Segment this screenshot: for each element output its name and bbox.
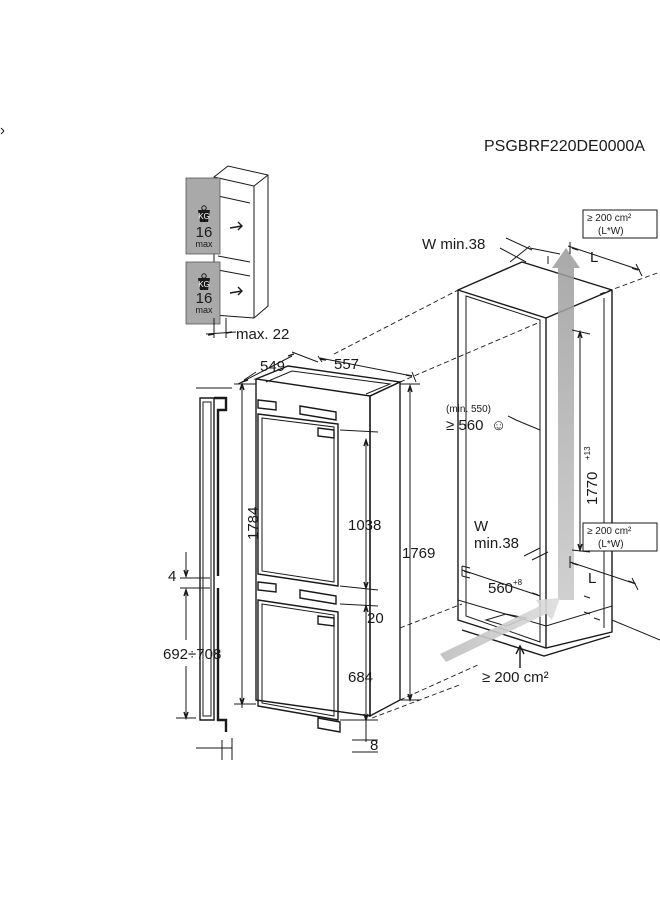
edge-mark [0, 127, 5, 135]
top-dimension-lines [237, 351, 417, 385]
lower-door-panel [185, 261, 221, 325]
load-max-top: max [195, 239, 213, 249]
dim-base-gap: 8 [370, 737, 378, 754]
niche-w-top: W min.38 [422, 236, 485, 253]
weight-icon-top [198, 210, 210, 222]
niche-l-top: L [590, 249, 598, 266]
load-cabinet-illustration: KG 16 max KG 16 max [185, 165, 269, 338]
niche-height-tol: +13 [583, 446, 592, 460]
dim-upper-door: 1038 [348, 517, 381, 534]
air-flow-arrows [440, 248, 580, 662]
weight-unit-top: KG [198, 212, 210, 221]
dim-line-1769 [400, 383, 420, 703]
projection-lines [333, 271, 660, 719]
air-flow-up-icon [552, 248, 580, 600]
vent-top-area: ≥ 200 cm² [587, 213, 632, 224]
product-code: PSGBRF220DE0000A [484, 138, 645, 155]
dim-lower-door: 684 [348, 669, 373, 686]
appliance-body [253, 365, 403, 733]
dim-lines-doors [339, 429, 379, 753]
niche-w-bottom-2: min.38 [474, 535, 519, 552]
base-vent-area: ≥ 200 cm² [482, 669, 549, 686]
dim-depth: 549 [260, 358, 285, 375]
niche-height-line [571, 329, 591, 553]
vent-bottom-area: ≥ 200 cm² [587, 526, 632, 537]
depth-arrow [507, 415, 541, 431]
weight-icon-bottom [198, 278, 210, 290]
niche-cabinet [457, 261, 660, 657]
niche-height: 1770 [584, 472, 601, 505]
niche-width: 560 [488, 580, 513, 597]
vent-bottom-formula: (L*W) [598, 539, 624, 550]
load-value-top: 16 [196, 224, 213, 241]
dim-hinge-range: 692÷708 [163, 646, 221, 663]
load-max-bottom: max [195, 305, 213, 315]
dim-total-height-door: 1784 [245, 507, 262, 540]
dim-gap-middle: 20 [367, 610, 384, 627]
base-vent-arrow [515, 644, 525, 668]
air-flow-in-icon [440, 598, 560, 662]
vent-top-formula: (L*W) [598, 226, 624, 237]
dim-hinge-offset: 4 [168, 568, 176, 585]
smiley-icon: ☺ [491, 417, 506, 434]
dim-total-height-body: 1769 [402, 545, 435, 562]
niche-bottom-dimensions [461, 522, 658, 600]
niche-depth-rec: ≥ 560 [446, 417, 483, 434]
door-profile [176, 387, 233, 760]
dim-line-1784 [234, 381, 256, 708]
dim-width: 557 [334, 356, 359, 373]
niche-l-bottom: L [588, 570, 596, 587]
weight-unit-bottom: KG [198, 280, 210, 289]
niche-width-tol: +8 [513, 578, 523, 587]
niche-depth-min: (min. 550) [446, 404, 491, 415]
load-value-bottom: 16 [196, 290, 213, 307]
niche-top-dimensions [499, 209, 658, 277]
dim-max-gap: max. 22 [236, 326, 289, 343]
niche-w-bottom-1: W [474, 518, 489, 535]
